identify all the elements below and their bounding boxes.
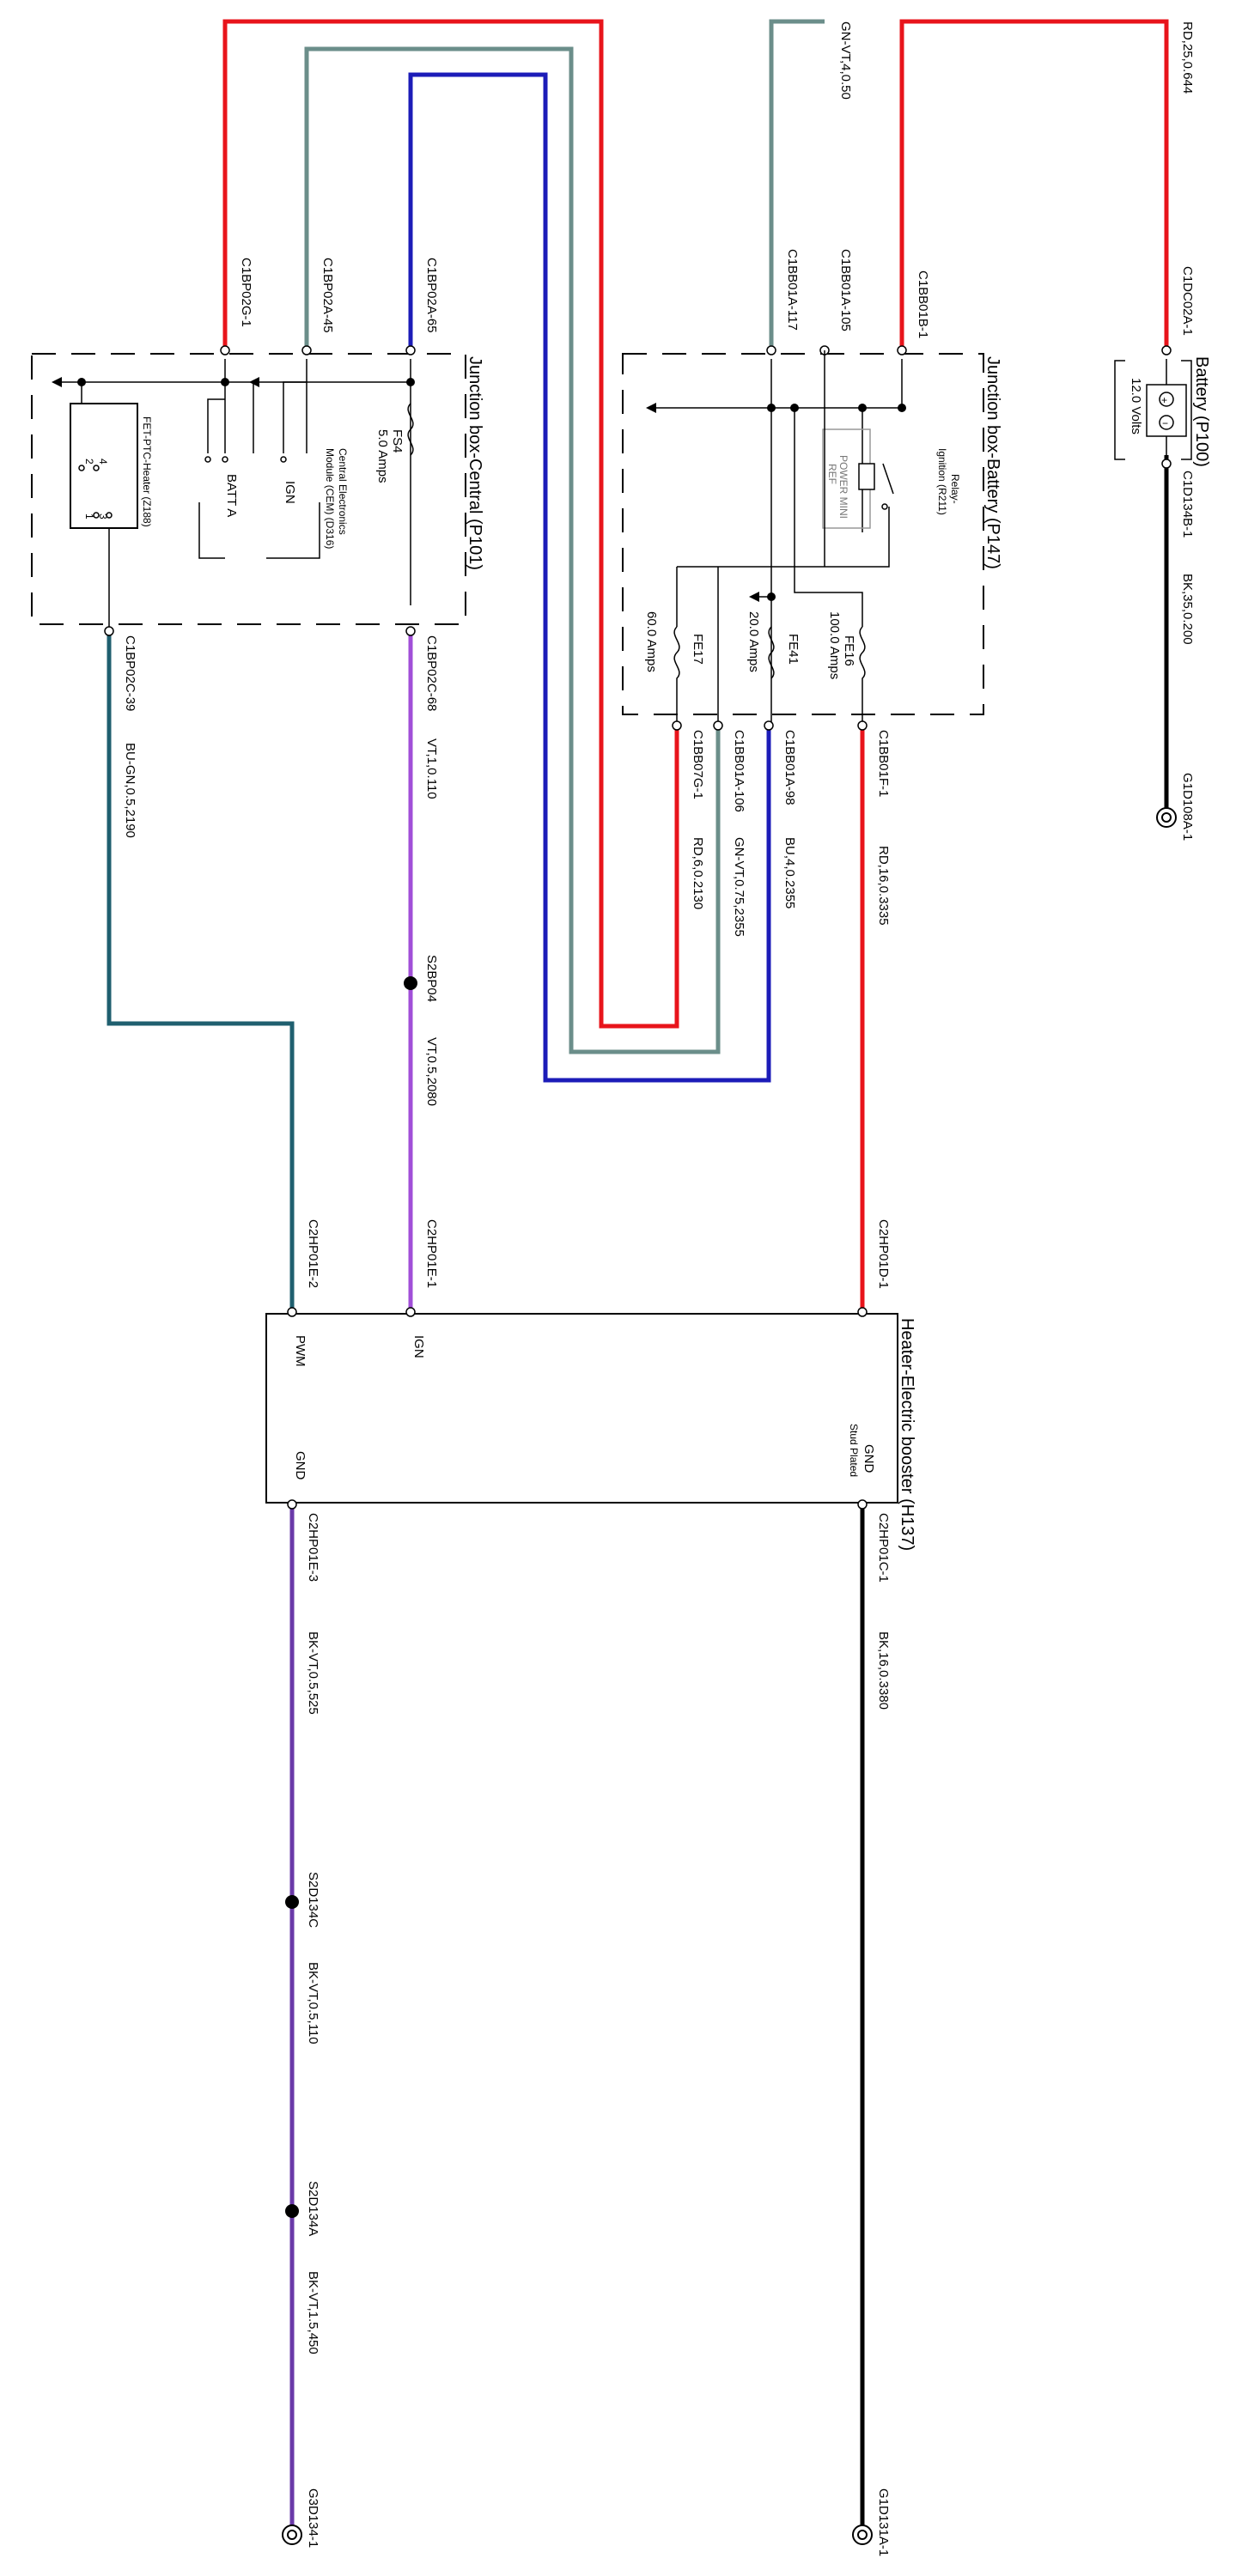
wire-gnvt-top bbox=[769, 19, 825, 350]
fe16-fuse-symbol bbox=[859, 626, 866, 726]
heater-component: Heater-Electric booster (H137) PWM IGN G… bbox=[265, 1313, 916, 1551]
label-c1dc02a1: C1DC02A-1 bbox=[1180, 266, 1195, 336]
cem-label-2: Module (CEM) (D316) bbox=[324, 448, 336, 549]
splice-s2d134c bbox=[285, 1895, 299, 1909]
junction-box-central: 2 4 1 3 FET-PTC-Heater (Z188) BATT A IGN… bbox=[31, 353, 484, 631]
wire-label-gnvt075: GN-VT,0.75,2355 bbox=[732, 837, 746, 937]
pin-pwm: PWM bbox=[293, 1335, 307, 1367]
wire-label-rd6: RD,6,0.2130 bbox=[691, 837, 705, 909]
fe41-label: FE41 bbox=[786, 634, 801, 665]
label-g1d108a1: G1D108A-1 bbox=[1180, 773, 1195, 841]
fe41-fuse-symbol bbox=[768, 626, 775, 679]
relay-type-1: POWER MINI bbox=[837, 455, 849, 519]
wire-labels: RD,25,0.644 GN-VT,4,0.50 BK,35,0.200 RD,… bbox=[123, 21, 1195, 2354]
cem-label-1: Central Electronics bbox=[337, 448, 349, 535]
relay-label-2: Ignition (R211) bbox=[936, 448, 948, 515]
label-g3d134-1: G3D134-1 bbox=[306, 2488, 320, 2548]
junction-box-battery: Relay- Ignition (R211) POWER MINI REF FE… bbox=[622, 353, 1002, 726]
wire-label-gnvt4: GN-VT,4,0.50 bbox=[838, 21, 853, 100]
label-c1bb01f1: C1BB01F-1 bbox=[876, 730, 891, 797]
fe17-fuse-symbol bbox=[673, 626, 680, 726]
label-c1bb01a117: C1BB01A-117 bbox=[785, 249, 800, 331]
wire-label-bkvt05-525: BK-VT,0.5,525 bbox=[306, 1631, 320, 1715]
label-s2d134a: S2D134A bbox=[306, 2181, 320, 2236]
fet-pin-1: 1 bbox=[83, 513, 95, 519]
pin-ign: IGN bbox=[411, 1335, 426, 1358]
label-c2hp01c1: C2HP01C-1 bbox=[876, 1513, 891, 1583]
label-c1bb01a106: C1BB01A-106 bbox=[732, 730, 746, 812]
pin-gnd-right: GND bbox=[862, 1444, 876, 1473]
wire-label-rd25: RD,25,0.644 bbox=[1180, 21, 1195, 94]
fe17-label: FE17 bbox=[691, 634, 705, 665]
fs4-fuse-symbol bbox=[407, 403, 414, 456]
svg-text:−: − bbox=[1162, 417, 1168, 429]
wire-red-battery bbox=[899, 19, 1169, 350]
battery-component: + − 12.0 Volts Battery (P100) bbox=[1114, 356, 1211, 467]
label-c1bb01b1: C1BB01B-1 bbox=[916, 270, 930, 338]
wire-label-bkvt05-110: BK-VT,0.5,110 bbox=[306, 1962, 320, 2044]
fe17-amps: 60.0 Amps bbox=[644, 611, 659, 672]
battery-title: Battery (P100) bbox=[1192, 356, 1211, 467]
svg-text:+: + bbox=[1161, 394, 1167, 406]
wires bbox=[107, 19, 1169, 2529]
pin-gnd: GND bbox=[293, 1451, 307, 1480]
pin-gnd-right-sub: Stud Plated bbox=[848, 1424, 860, 1477]
fs4-label: FS4 bbox=[390, 429, 405, 453]
splice-s2d134a bbox=[285, 2204, 299, 2218]
ign-internal-label: IGN bbox=[283, 481, 297, 504]
wire-teal-pwm bbox=[107, 631, 295, 1312]
wire-red-loop bbox=[222, 19, 679, 1029]
label-g1d131a1: G1D131A-1 bbox=[876, 2488, 891, 2556]
wire-label-rd16: RD,16,0.3335 bbox=[876, 846, 891, 926]
wire-blue-loop bbox=[408, 72, 771, 1083]
heater-box bbox=[265, 1313, 898, 1504]
wire-label-vt05: VT,0.5,2080 bbox=[424, 1037, 439, 1106]
wire-label-bu4: BU,4,0.2355 bbox=[782, 837, 797, 908]
fet-heater-label: FET-PTC-Heater (Z188) bbox=[141, 416, 153, 527]
battery-volts: 12.0 Volts bbox=[1129, 378, 1143, 434]
wire-label-bugn: BU-GN,0.5,2190 bbox=[123, 743, 137, 838]
fet-pin-2: 2 bbox=[83, 459, 95, 465]
fe16-label: FE16 bbox=[842, 635, 856, 666]
label-c1bb01a98: C1BB01A-98 bbox=[782, 730, 797, 805]
label-s2bp04: S2BP04 bbox=[424, 955, 439, 1002]
batt-a-label: BATT A bbox=[224, 474, 239, 517]
label-c2hp01d1: C2HP01D-1 bbox=[876, 1219, 891, 1289]
wire-label-vt1: VT,1,0.110 bbox=[424, 738, 439, 799]
connector-labels: C1BP02G-1 C1BP02A-45 C1BP02A-65 C1BB01A-… bbox=[123, 249, 1195, 2556]
wire-label-bk35: BK,35,0.200 bbox=[1180, 574, 1195, 645]
label-c2hp01e3: C2HP01E-3 bbox=[306, 1513, 320, 1582]
splice-s2bp04 bbox=[404, 976, 417, 990]
wire-label-bk16: BK,16,0.3380 bbox=[876, 1631, 891, 1710]
label-c1bb01a105: C1BB01A-105 bbox=[838, 249, 853, 331]
wire-label-bkvt15: BK-VT,1.5,450 bbox=[306, 2271, 320, 2354]
fs4-amps: 5.0 Amps bbox=[375, 429, 390, 483]
label-c1bp02a65: C1BP02A-65 bbox=[424, 258, 439, 333]
fet-pin-3: 3 bbox=[97, 513, 109, 519]
relay-type-2: REF bbox=[826, 464, 838, 484]
label-c1d134b1: C1D134B-1 bbox=[1180, 471, 1195, 538]
label-c1bp02g1: C1BP02G-1 bbox=[239, 258, 253, 327]
ground-g1d131a1 bbox=[852, 2524, 873, 2545]
label-c1bp02a45: C1BP02A-45 bbox=[320, 258, 335, 333]
label-s2d134c: S2D134C bbox=[306, 1872, 320, 1928]
fe41-amps: 20.0 Amps bbox=[746, 611, 761, 672]
jb-battery-title: Junction box-Battery (P147) bbox=[983, 356, 1002, 569]
label-c1bp02c68: C1BP02C-68 bbox=[424, 635, 439, 711]
fe16-amps: 100.0 Amps bbox=[827, 611, 842, 679]
wire-graygreen-loop bbox=[304, 46, 721, 1054]
relay-label-1: Relay- bbox=[949, 474, 961, 504]
ground-g3d134-1 bbox=[282, 2524, 302, 2545]
terminals bbox=[104, 345, 1177, 2545]
jb-central-title: Junction box-Central (P101) bbox=[466, 356, 484, 570]
fet-pin-4: 4 bbox=[97, 459, 109, 465]
label-c2hp01e2: C2HP01E-2 bbox=[306, 1219, 320, 1288]
heater-title: Heater-Electric booster (H137) bbox=[898, 1318, 916, 1551]
label-c1bb07g1: C1BB07G-1 bbox=[691, 730, 705, 799]
label-c2hp01e1: C2HP01E-1 bbox=[424, 1219, 439, 1288]
ground-g1d108a1 bbox=[1156, 807, 1177, 828]
label-c1bp02c39: C1BP02C-39 bbox=[123, 635, 137, 711]
